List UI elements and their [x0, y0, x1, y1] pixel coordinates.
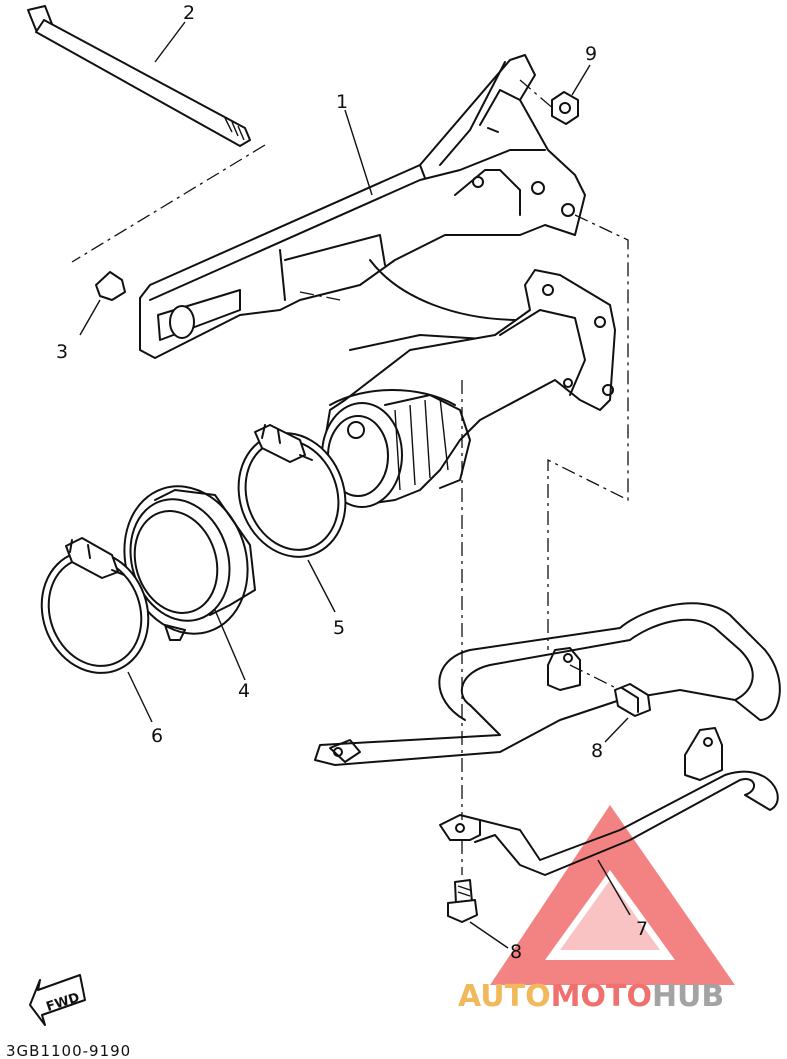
watermark-moto: MOTO — [551, 979, 652, 1014]
callout-8-upper: 8 — [591, 740, 603, 762]
callout-leaders — [154, 21, 373, 196]
callout-3: 3 — [56, 341, 68, 363]
callout-4: 4 — [238, 680, 250, 702]
clamp-part-6 — [40, 537, 153, 723]
callout-5: 5 — [333, 617, 345, 639]
alignment-lines — [461, 214, 629, 875]
watermark-text: AUTOMOTOHUB — [458, 979, 724, 1014]
callout-9: 9 — [585, 43, 597, 65]
clip-part-3 — [79, 271, 126, 336]
guard-bar-part-7 — [314, 602, 781, 916]
callout-7: 7 — [636, 918, 648, 940]
watermark-auto: AUTO — [458, 979, 551, 1014]
callout-2: 2 — [183, 2, 195, 24]
forward-arrow: FWD — [29, 974, 86, 1026]
bolt-part-8-lower — [447, 879, 509, 949]
callout-6: 6 — [151, 725, 163, 747]
swingarm-part-1 — [139, 54, 586, 359]
clamp-part-5 — [237, 424, 347, 613]
callout-1: 1 — [336, 91, 348, 113]
watermark-logo — [490, 805, 735, 985]
pivot-shaft-part-2 — [27, 5, 266, 263]
part-code: 3GB1100-9190 — [6, 1042, 131, 1059]
nut-part-9 — [519, 64, 591, 125]
bolt-part-8-upper — [604, 683, 651, 743]
callout-8-lower: 8 — [510, 941, 522, 963]
watermark-hub: HUB — [652, 979, 724, 1014]
